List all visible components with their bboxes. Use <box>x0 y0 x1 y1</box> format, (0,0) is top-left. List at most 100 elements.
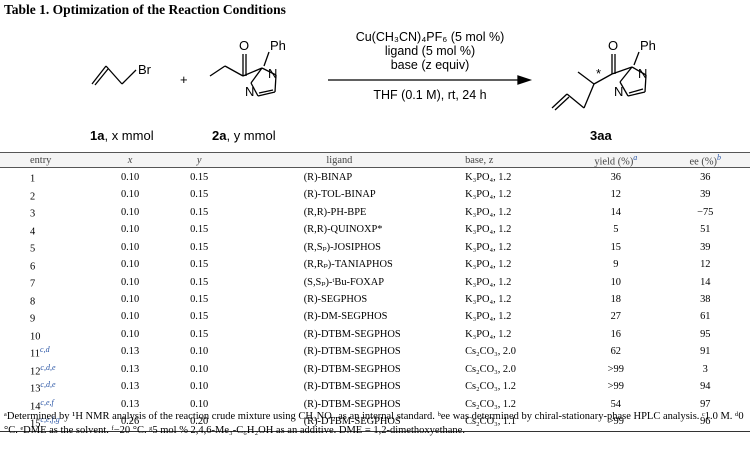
phenyl-label-left: Ph <box>270 38 286 53</box>
compound-1a-label: 1a, x mmol <box>90 128 154 143</box>
cell-ee: 38 <box>661 291 750 308</box>
cell-y-text: 0.15 <box>190 241 209 253</box>
cell-x: 0.10 <box>96 238 165 255</box>
cell-y: 0.20 <box>164 413 234 432</box>
entry-footnote-marker: c,e,f,g <box>40 415 60 425</box>
cell-ee: 91 <box>661 343 750 360</box>
cell-entry-text: 11 <box>30 348 41 360</box>
cell-entry-text: 12 <box>30 366 41 378</box>
cell-ligand-text: (R,Sₚ)-JOSIPHOS <box>303 241 381 253</box>
cell-y-text: 0.15 <box>190 293 209 305</box>
cell-ee: 39 <box>661 186 750 203</box>
cell-yield: 12 <box>571 186 660 203</box>
cell-x: 0.10 <box>96 221 165 238</box>
cell-x-text: 0.13 <box>120 346 140 358</box>
cell-ee-text: 61 <box>700 311 711 323</box>
cell-x-text: 0.10 <box>120 259 140 271</box>
cell-ligand-text: (R)-BINAP <box>303 171 353 183</box>
cell-base: K₃PO₄, 1.2 <box>445 186 571 203</box>
cell-ee-text: 39 <box>700 189 711 201</box>
allyl-bromide-structure <box>91 65 137 86</box>
cell-ligand: (R)-DTBM-SEGPHOS <box>234 361 445 378</box>
cell-yield-text: 14 <box>610 206 621 218</box>
cell-yield: 9 <box>571 256 660 273</box>
cell-y-text: 0.10 <box>190 381 209 393</box>
cell-base-text: Cs₂CO₃, 2.0 <box>465 346 516 358</box>
cell-y: 0.10 <box>165 396 234 413</box>
cell-ligand: (R,Sₚ)-JOSIPHOS <box>234 238 445 255</box>
cell-entry-text: 13 <box>30 383 41 395</box>
cell-entry: 15c,e,f,g <box>0 413 96 432</box>
cell-ligand-text: (R)-DTBM-SEGPHOS <box>303 398 401 410</box>
cell-base: Cs₂CO₃, 2.0 <box>445 361 571 378</box>
entry-footnote-marker: c,e,f <box>40 397 54 407</box>
cell-entry-text: 8 <box>30 296 36 308</box>
header-yield-footnote: a <box>633 153 638 162</box>
cell-entry-text: 5 <box>30 243 36 255</box>
cell-entry: 2 <box>0 186 96 203</box>
cell-yield: 5 <box>571 221 660 238</box>
entry-footnote-marker: c,d,e <box>40 380 56 390</box>
cell-base: K₃PO₄, 1.2 <box>445 273 571 290</box>
cell-ee: 12 <box>661 256 750 273</box>
cell-ee-text: 3 <box>702 363 708 375</box>
bromine-label: Br <box>138 62 152 77</box>
cell-entry-text: 1 <box>30 173 36 185</box>
cell-entry-text: 4 <box>30 226 36 238</box>
cell-entry: 12c,d,e <box>0 361 96 378</box>
cell-entry: 7 <box>0 273 96 290</box>
cell-base-text: K₃PO₄, 1.2 <box>465 293 512 305</box>
cell-base: Cs₂CO₃, 1.2 <box>445 396 571 413</box>
cell-entry: 3 <box>0 203 96 220</box>
cell-entry: 4 <box>0 221 96 238</box>
condition-ligand: ligand (5 mol %) <box>384 44 476 58</box>
table-header-row: entry x y ligand base, z yield (%)a ee (… <box>0 151 750 169</box>
cell-ee-text: 91 <box>700 346 711 358</box>
table-footnote: ᵃDetermined by ¹H NMR analysis of the re… <box>4 411 744 436</box>
cell-ligand: (R)-TOL-BINAP <box>234 186 445 203</box>
cell-ligand: (R,Rₚ)-TANIAPHOS <box>234 256 445 273</box>
phenyl-label-right: Ph <box>640 38 656 53</box>
cell-yield-text: >99 <box>607 363 624 375</box>
header-x-text: x <box>127 154 133 166</box>
cell-ligand: (R)-BINAP <box>234 168 445 186</box>
header-ligand: ligand <box>233 151 446 169</box>
cell-ligand-text: (R)-DTBM-SEGPHOS <box>303 328 401 340</box>
cell-entry-text: 15 <box>30 418 41 430</box>
cell-y: 0.15 <box>165 186 234 203</box>
cell-yield: >99 <box>571 361 660 378</box>
cell-ligand: (R)-DTBM-SEGPHOS <box>233 413 446 432</box>
cell-ee-text: 12 <box>700 259 711 271</box>
cell-ee-text: 39 <box>700 241 711 253</box>
cell-yield-text: 12 <box>610 189 621 201</box>
cell-y: 0.15 <box>165 221 234 238</box>
cell-ligand-text: (R)-DTBM-SEGPHOS <box>303 346 401 358</box>
cell-ee: 14 <box>661 273 750 290</box>
cell-base: Cs₂CO₃, 1.1 <box>445 413 572 432</box>
nitrogen-label-right-2: N <box>614 84 623 99</box>
cell-entry-text: 2 <box>30 191 36 203</box>
cell-x: 0.10 <box>96 186 165 203</box>
nitrogen-label-right-1: N <box>638 66 647 81</box>
cell-ee: 39 <box>661 238 750 255</box>
cell-base-text: K₃PO₄, 1.2 <box>465 328 512 340</box>
cell-ligand: (R)-SEGPHOS <box>234 291 445 308</box>
cell-base-text: K₃PO₄, 1.2 <box>465 206 512 218</box>
compound-3aa-id: 3aa <box>590 128 612 143</box>
cell-x-text: 0.10 <box>120 276 140 288</box>
cell-base-text: Cs₂CO₃, 1.2 <box>465 381 516 393</box>
cell-yield: 18 <box>571 291 660 308</box>
header-y: y <box>164 151 234 169</box>
cell-entry: 5 <box>0 238 96 255</box>
cell-entry-text: 9 <box>30 313 36 325</box>
cell-x-text: 0.13 <box>120 398 140 410</box>
cell-y: 0.15 <box>165 238 234 255</box>
header-ee-text: ee (%) <box>689 156 717 168</box>
cell-base-text: K₃PO₄, 1.2 <box>465 224 512 236</box>
cell-x-text: 0.10 <box>120 224 140 236</box>
oxygen-label-left: O <box>239 38 249 53</box>
cell-entry-text: 6 <box>30 261 36 273</box>
compound-2a-amount: , y mmol <box>226 128 276 143</box>
